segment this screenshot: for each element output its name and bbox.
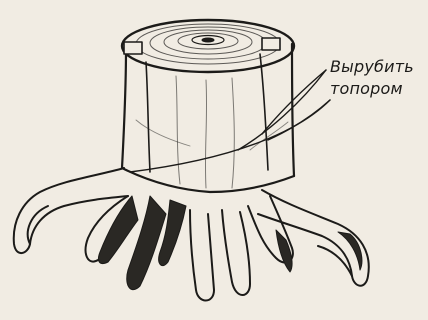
- axe-cut-label: Вырубить топором: [330, 56, 414, 100]
- left-roots: [98, 196, 186, 290]
- stump-top-rings: [122, 20, 294, 72]
- label-line-1: Вырубить: [330, 56, 414, 78]
- label-leader-lines: [130, 70, 330, 172]
- label-line-2: топором: [330, 78, 414, 100]
